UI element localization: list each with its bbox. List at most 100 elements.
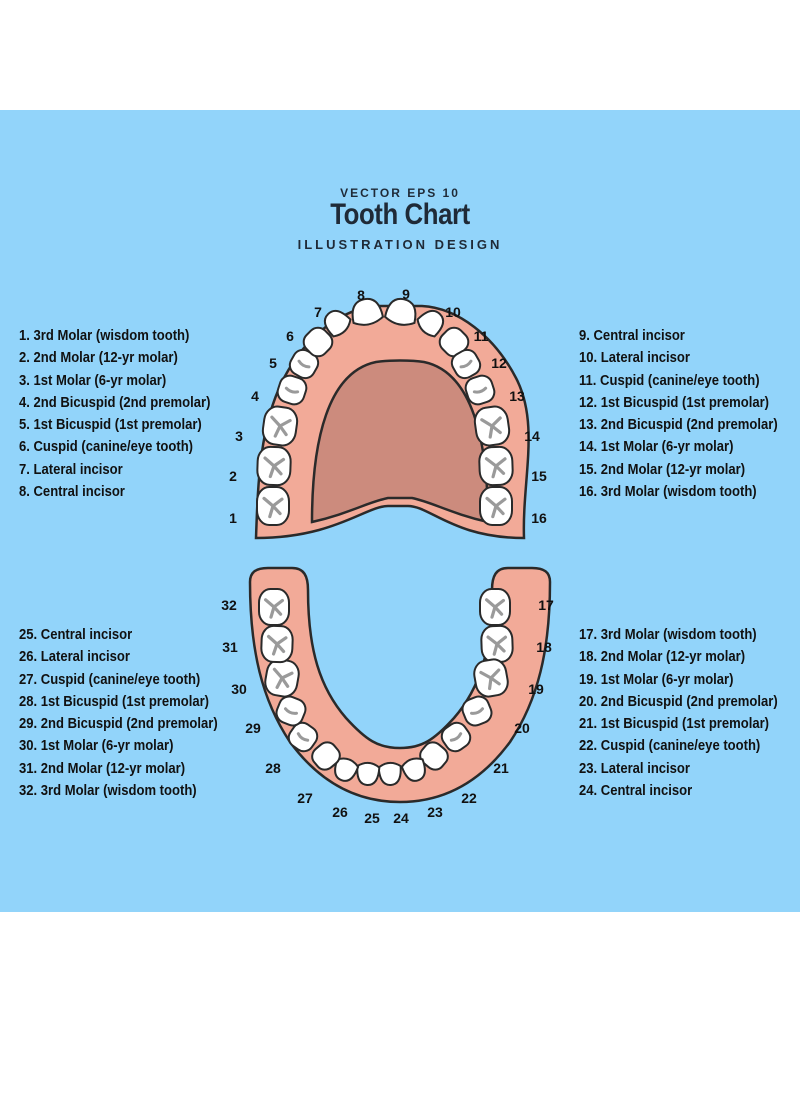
tooth-9	[383, 297, 417, 326]
legend-item: 24. Central incisor	[579, 783, 693, 800]
tooth-8	[351, 297, 385, 326]
tooth-22	[419, 741, 449, 771]
tooth-number-9: 9	[402, 286, 410, 302]
tooth-number-26: 26	[332, 804, 348, 820]
legend-lower-left-side: 17. 3rd Molar (wisdom tooth) 18. 2nd Mol…	[579, 624, 800, 802]
legend-item: 16. 3rd Molar (wisdom tooth)	[579, 484, 757, 501]
legend-item: 25. Central incisor	[19, 627, 133, 643]
tooth-number-23: 23	[427, 804, 443, 820]
tooth-32	[258, 588, 290, 626]
legend-item: 26. Lateral incisor	[19, 649, 130, 666]
legend-item: 8. Central incisor	[19, 484, 125, 501]
tooth-25	[356, 761, 381, 786]
tooth-4	[276, 374, 308, 406]
legend-item: 23. Lateral incisor	[579, 760, 690, 777]
tooth-30	[264, 658, 300, 698]
upper-arch	[254, 297, 530, 540]
header-kicker: VECTOR EPS 10	[340, 186, 460, 200]
tooth-21	[440, 721, 472, 753]
legend-item: 15. 2nd Molar (12-yr molar)	[579, 461, 746, 478]
tooth-18	[480, 624, 514, 664]
legend-item: 18. 2nd Molar (12-yr molar)	[579, 649, 746, 666]
legend-item: 2. 2nd Molar (12-yr molar)	[19, 350, 178, 367]
tooth-13	[464, 374, 496, 406]
tooth-17	[479, 588, 511, 626]
tooth-number-7: 7	[314, 304, 322, 320]
tooth-10	[416, 309, 445, 338]
tooth-1	[256, 486, 290, 526]
lower-arch	[248, 566, 552, 804]
tooth-27	[311, 741, 341, 771]
legend-item: 17. 3rd Molar (wisdom tooth)	[579, 627, 757, 643]
legend-item: 29. 2nd Bicuspid (2nd premolar)	[19, 716, 218, 733]
legend-item: 6. Cuspid (canine/eye tooth)	[19, 439, 194, 456]
tooth-24	[377, 761, 402, 786]
tooth-number-17: 17	[538, 597, 554, 613]
legend-item: 7. Lateral incisor	[19, 461, 123, 478]
tooth-6	[302, 326, 334, 358]
tooth-number-8: 8	[357, 287, 365, 303]
tooth-20	[461, 695, 493, 727]
legend-item: 32. 3rd Molar (wisdom tooth)	[19, 783, 197, 800]
legend-item: 3. 1st Molar (6-yr molar)	[19, 372, 167, 389]
tooth-number-21: 21	[493, 760, 509, 776]
tooth-number-13: 13	[509, 388, 525, 404]
tooth-5	[288, 348, 320, 380]
legend-item: 27. Cuspid (canine/eye tooth)	[19, 671, 201, 688]
tooth-number-27: 27	[297, 790, 313, 806]
tooth-19	[473, 658, 509, 698]
tooth-number-5: 5	[269, 355, 277, 371]
legend-item: 21. 1st Bicuspid (1st premolar)	[579, 716, 770, 733]
tooth-3	[261, 405, 299, 447]
legend-lower-right-side: 25. Central incisor 26. Lateral incisor …	[19, 624, 240, 802]
chart-subtitle: ILLUSTRATION DESIGN	[297, 237, 503, 252]
legend-item: 22. Cuspid (canine/eye tooth)	[579, 738, 761, 755]
tooth-number-4: 4	[251, 388, 259, 404]
tooth-number-10: 10	[445, 304, 461, 320]
tooth-2	[256, 445, 292, 487]
tooth-number-18: 18	[536, 639, 552, 655]
chart-background: VECTOR EPS 10 Tooth Chart ILLUSTRATION D…	[0, 110, 800, 912]
tooth-number-2: 2	[229, 468, 237, 484]
tooth-number-30: 30	[231, 681, 247, 697]
tooth-number-32: 32	[221, 597, 237, 613]
legend-item: 9. Central incisor	[579, 328, 685, 344]
tooth-number-16: 16	[531, 510, 547, 526]
tooth-number-3: 3	[235, 428, 243, 444]
legend-item: 11. Cuspid (canine/eye tooth)	[579, 372, 760, 389]
tooth-29	[275, 695, 307, 727]
legend-item: 20. 2nd Bicuspid (2nd premolar)	[579, 693, 778, 710]
tooth-number-24: 24	[393, 810, 409, 826]
tooth-number-11: 11	[474, 328, 489, 344]
legend-item: 5. 1st Bicuspid (1st premolar)	[19, 417, 202, 434]
chart-title: Tooth Chart	[330, 198, 470, 231]
legend-item: 14. 1st Molar (6-yr molar)	[579, 439, 734, 456]
tooth-number-6: 6	[286, 328, 294, 344]
tooth-number-14: 14	[524, 428, 540, 444]
tooth-16	[479, 486, 513, 526]
tooth-number-15: 15	[531, 468, 547, 484]
tooth-number-29: 29	[245, 720, 261, 736]
tooth-26	[334, 757, 360, 782]
tooth-number-1: 1	[229, 510, 237, 526]
legend-upper-right-side: 1. 3rd Molar (wisdom tooth) 2. 2nd Molar…	[19, 325, 232, 503]
legend-item: 10. Lateral incisor	[579, 350, 690, 367]
tooth-number-25: 25	[364, 810, 380, 826]
tooth-number-31: 31	[222, 639, 238, 655]
legend-item: 19. 1st Molar (6-yr molar)	[579, 671, 734, 688]
tooth-number-22: 22	[461, 790, 477, 806]
legend-item: 4. 2nd Bicuspid (2nd premolar)	[19, 394, 211, 411]
legend-item: 1. 3rd Molar (wisdom tooth)	[19, 328, 190, 344]
tooth-31	[260, 624, 294, 664]
legend-item: 30. 1st Molar (6-yr molar)	[19, 738, 174, 755]
tooth-12	[450, 348, 482, 380]
tooth-14	[473, 405, 511, 447]
palate	[310, 359, 490, 524]
tooth-number-12: 12	[491, 355, 507, 371]
legend-item: 12. 1st Bicuspid (1st premolar)	[579, 394, 770, 411]
tooth-7	[323, 309, 352, 338]
legend-item: 28. 1st Bicuspid (1st premolar)	[19, 693, 210, 710]
tooth-number-28: 28	[265, 760, 281, 776]
